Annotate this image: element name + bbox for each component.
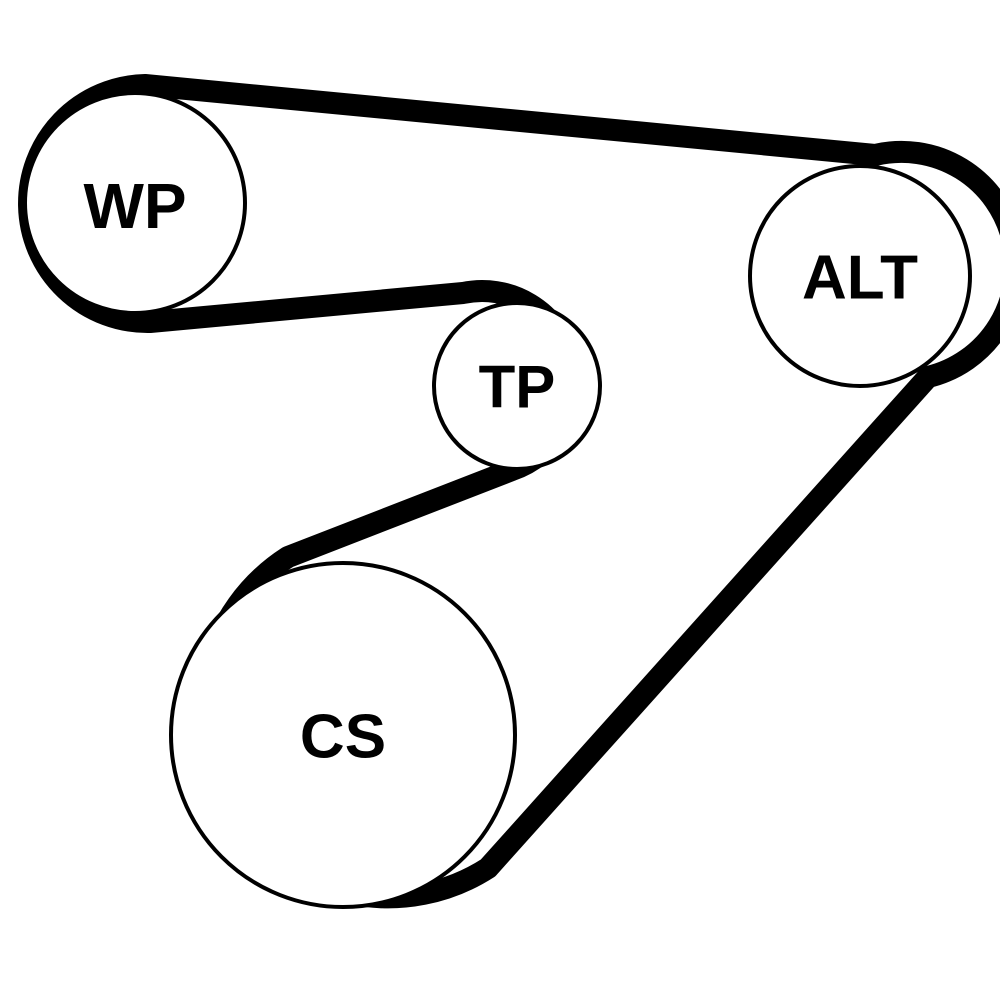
pulley-alt-circle	[748, 164, 972, 388]
pulley-cs: CS	[169, 561, 517, 909]
pulley-cs-circle	[169, 561, 517, 909]
pulley-tp: TP	[432, 301, 602, 471]
pulley-tp-label: TP	[479, 354, 556, 421]
pulley-wp: WP	[23, 91, 247, 315]
pulley-alt: ALT	[748, 164, 972, 388]
pulley-alt-label: ALT	[802, 244, 918, 313]
pulley-cs-label: CS	[300, 703, 386, 772]
pulley-tp-circle	[432, 301, 602, 471]
pulley-wp-label: WP	[83, 170, 186, 242]
pulley-wp-circle	[23, 91, 247, 315]
